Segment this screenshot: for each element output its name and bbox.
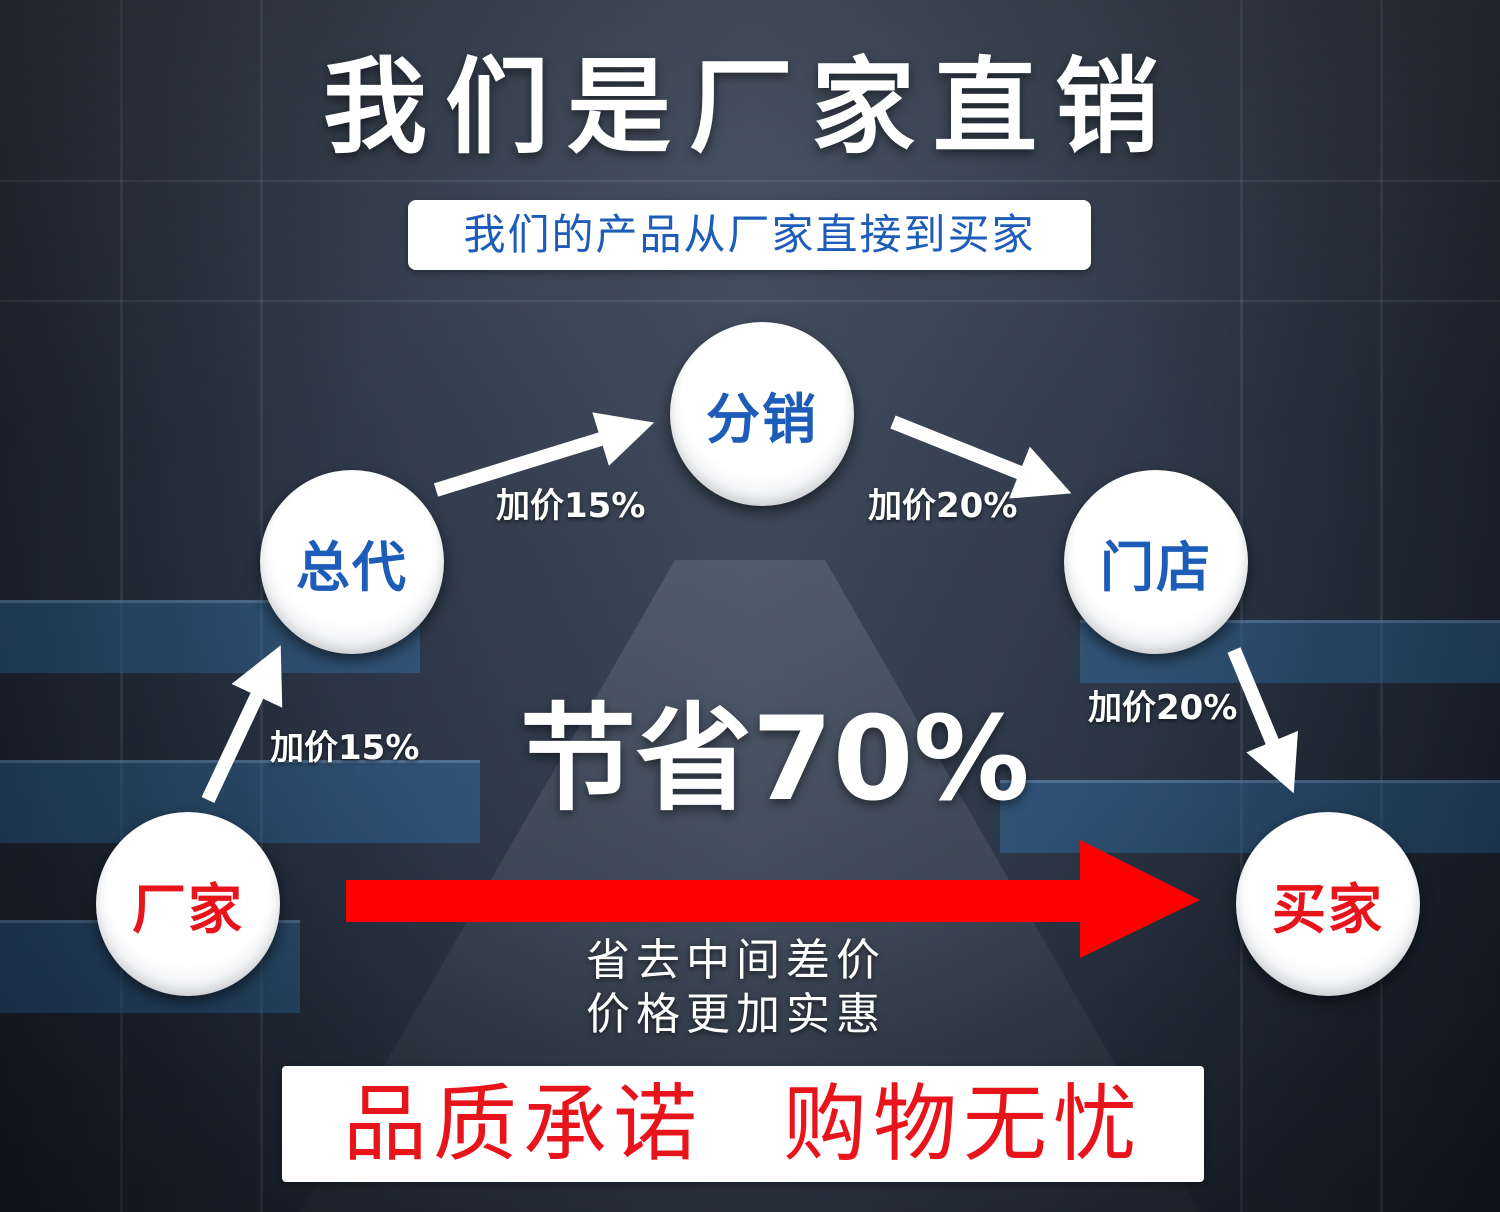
arrow-agent-to-distributor [433, 412, 655, 497]
promise-worry-free: 购物无忧 [783, 1075, 1144, 1173]
markup-factory-to-agent: 加价15% [270, 728, 420, 768]
node-label-buyer: 买家 [1272, 877, 1384, 941]
markup-store-to-buyer: 加价20% [1088, 688, 1238, 728]
arrow-store-to-buyer [1227, 647, 1298, 794]
arrow-distributor-to-store [890, 415, 1072, 499]
bg-stripe [0, 300, 1500, 302]
markup-agent-to-distributor: 加价15% [496, 486, 646, 526]
node-buyer: 买家 [1236, 812, 1420, 996]
bg-beam [120, 0, 123, 1212]
subheadline: 我们的产品从厂家直接到买家 [408, 200, 1091, 270]
direct-arrow [346, 840, 1200, 958]
bg-beam [260, 0, 263, 1212]
node-general-agent: 总代 [260, 470, 444, 654]
node-label-general-agent: 总代 [296, 535, 408, 599]
node-store: 门店 [1064, 470, 1248, 654]
node-label-distributor: 分销 [706, 387, 818, 451]
bg-beam [1240, 0, 1243, 1212]
bg-beam [1380, 0, 1383, 1212]
bg-stripe [0, 180, 1500, 182]
arrow-factory-to-agent [201, 645, 283, 803]
node-distributor: 分销 [670, 322, 854, 506]
node-label-factory: 厂家 [132, 877, 244, 941]
direct-note-2: 价格更加实惠 [586, 989, 886, 1040]
node-label-store: 门店 [1100, 535, 1212, 599]
node-factory: 厂家 [96, 812, 280, 996]
savings-text: 节省70% [520, 692, 1030, 827]
direct-note-1: 省去中间差价 [586, 935, 886, 986]
promise-quality: 品质承诺 [342, 1075, 703, 1173]
headline: 我们是厂家直销 [322, 46, 1177, 168]
promise-bar: 品质承诺 购物无忧 [282, 1066, 1204, 1182]
markup-distributor-to-store: 加价20% [868, 486, 1018, 526]
